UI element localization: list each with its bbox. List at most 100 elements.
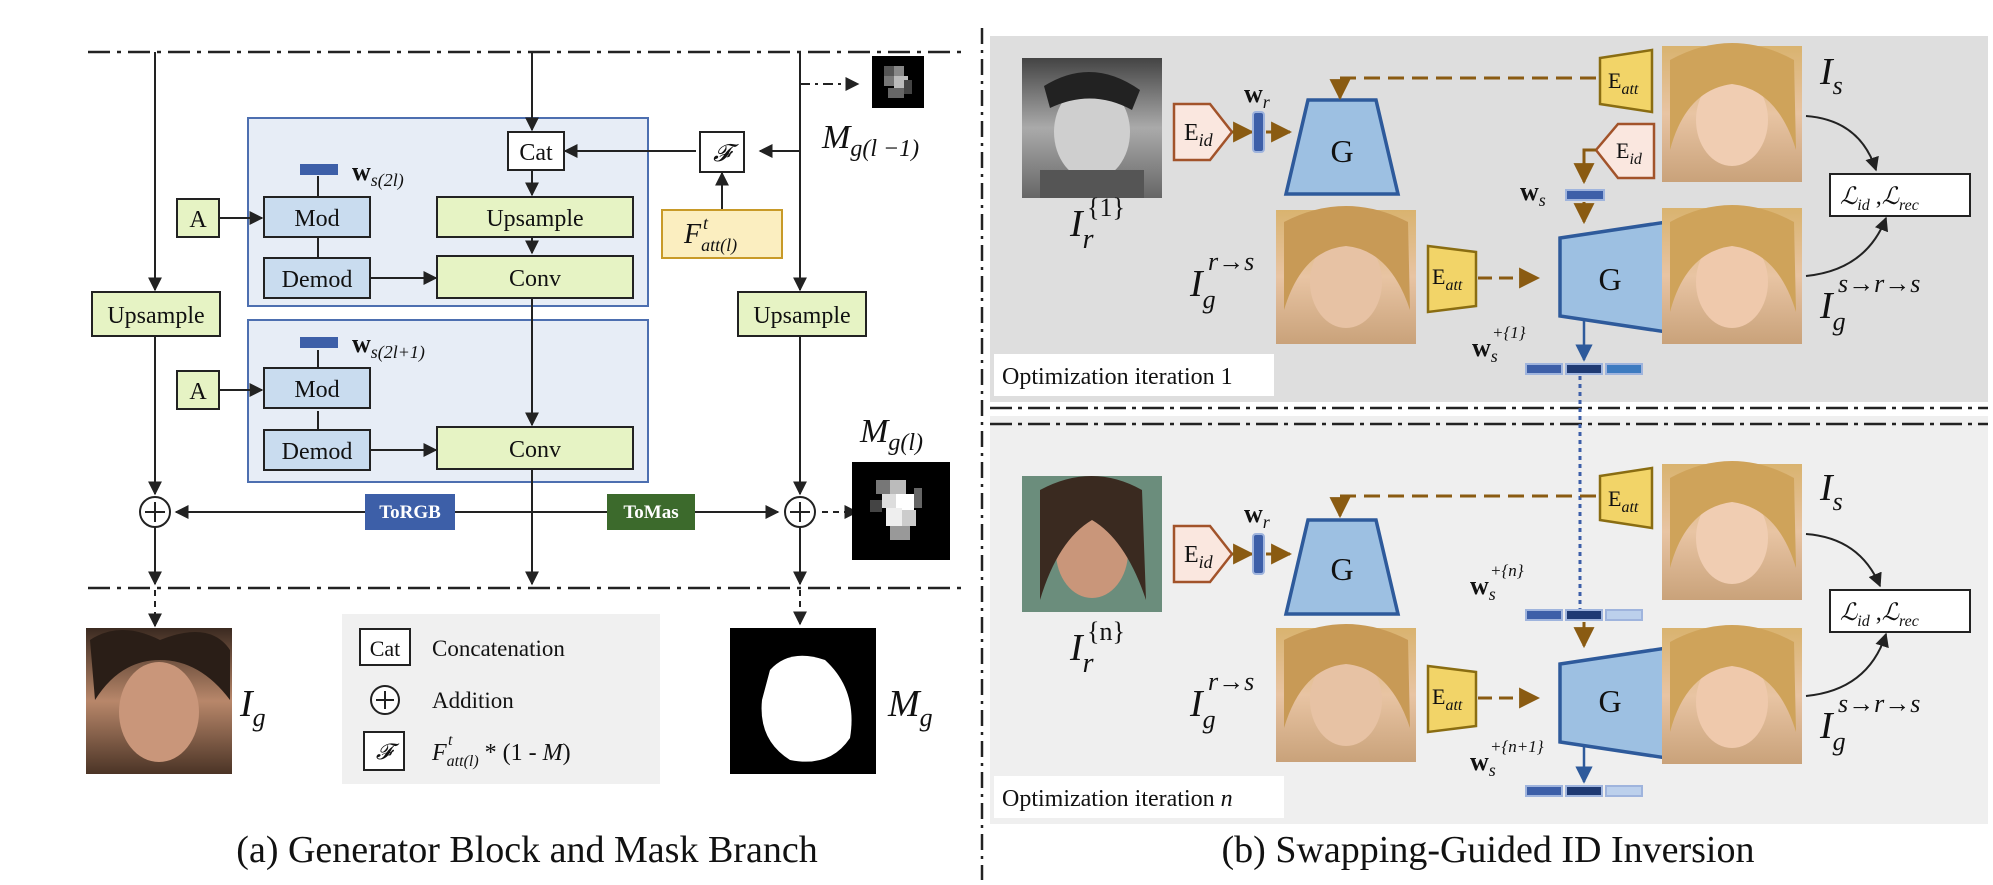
wsplus-bottom-b-sub: s xyxy=(1489,760,1496,780)
igrs-top-sub: g xyxy=(1203,285,1216,314)
tomas-block xyxy=(607,494,695,530)
generator-bottom-left xyxy=(1283,518,1401,616)
mod-upper-label: Mod xyxy=(294,206,339,232)
igrs-top-base: I xyxy=(1189,263,1205,305)
eatt-encoder-top xyxy=(1598,48,1654,114)
ig-base: I xyxy=(239,683,255,725)
svg-text:Mg(l −1): Mg(l −1) xyxy=(821,119,919,162)
eid-top-sub: id xyxy=(1199,130,1214,150)
upsample-center-label: Upsample xyxy=(486,206,583,232)
f-block xyxy=(699,131,745,173)
w-s2l-base: w xyxy=(352,157,371,186)
svg-text:Ir: Ir xyxy=(1069,203,1094,255)
svg-text:Ig: Ig xyxy=(1189,683,1216,734)
conv-lower xyxy=(436,426,634,470)
igrs-bottom-base: I xyxy=(1189,683,1205,725)
svg-text:Ir: Ir xyxy=(1069,627,1094,679)
ws-plus-vector-bottom-a xyxy=(1525,609,1643,621)
a-label-upper: A xyxy=(189,207,207,233)
legend-f-close: ) xyxy=(563,740,571,766)
svg-text:Fatt(l) * (1 - M): Fatt(l) * (1 - M) xyxy=(431,740,571,770)
m-cur-base: M xyxy=(859,413,890,450)
f-att-sup: t xyxy=(703,213,709,233)
iteration-n-value: n xyxy=(1221,786,1233,812)
demod-lower-label: Demod xyxy=(282,439,353,465)
svg-text:Eid: Eid xyxy=(1616,138,1643,168)
upsample-left-label: Upsample xyxy=(107,303,204,329)
mg-base: M xyxy=(887,683,922,725)
panel-a-caption: (a) Generator Block and Mask Branch xyxy=(236,829,817,871)
legend-box: Cat Concatenation Addition 𝓕 Fatt(l) * (… xyxy=(342,614,660,784)
wr-top-sub: r xyxy=(1263,92,1271,112)
eid-bottom-sub: id xyxy=(1199,552,1214,572)
torgb-block xyxy=(365,494,455,530)
addition-node-right xyxy=(784,496,816,528)
svg-text:ws(2l+1): ws(2l+1) xyxy=(352,329,425,363)
eatt-encoder-bottom-mid xyxy=(1426,664,1478,734)
legend-f-rest: * (1 - xyxy=(479,740,543,766)
ig-face-image xyxy=(86,628,232,774)
wr-top-base: w xyxy=(1244,79,1263,108)
wr-vector-bottom xyxy=(1252,533,1265,575)
f-att-base: F xyxy=(683,219,702,250)
svg-text:Is: Is xyxy=(1819,51,1843,100)
conv-upper-label: Conv xyxy=(509,266,561,292)
legend-cat-text: Concatenation xyxy=(432,636,565,661)
legend-cat-symbol: Cat xyxy=(370,636,401,661)
eid-top2-base: E xyxy=(1616,138,1629,163)
svg-text:ws(2l): ws(2l) xyxy=(352,157,404,191)
loss-bottom-lrec-sub: rec xyxy=(1899,613,1919,630)
eid-encoder-top xyxy=(1172,102,1234,162)
torgb-label: ToRGB xyxy=(379,502,441,523)
ig-sub: g xyxy=(253,703,266,732)
wsplus-bottom-a-base: w xyxy=(1470,571,1489,600)
ws-top-base: w xyxy=(1520,177,1539,206)
eatt-bottommid-sub: att xyxy=(1445,697,1462,714)
wr-vector-top xyxy=(1252,111,1265,153)
eid-top2-sub: id xyxy=(1629,151,1642,168)
m-cur-sub: g(l) xyxy=(888,430,923,456)
svg-text:ws: ws xyxy=(1470,747,1496,780)
svg-text:Mg(l): Mg(l) xyxy=(859,413,923,456)
upsample-right xyxy=(737,291,867,337)
legend-f-sub: att(l) xyxy=(447,753,479,770)
ir1-face-image xyxy=(1022,58,1162,198)
eatt-bottom-base: E xyxy=(1608,486,1621,511)
svg-text:ℒid ,ℒrec: ℒid ,ℒrec xyxy=(1840,600,1919,630)
loss-top-lrec: ℒ xyxy=(1882,184,1900,210)
eatt-top-sub: att xyxy=(1621,81,1638,98)
wsplus-bottom-a-sub: s xyxy=(1489,584,1496,604)
legend-add-text: Addition xyxy=(432,688,514,713)
ws-plus-vector-bottom-b xyxy=(1525,785,1643,797)
wsplus-bottom-a-sup: +{n} xyxy=(1490,561,1524,580)
upsample-center xyxy=(436,196,634,238)
loss-top-lid: ℒ xyxy=(1840,184,1858,210)
irn-sup: {n} xyxy=(1087,617,1125,646)
eid-encoder-bottom xyxy=(1172,524,1234,584)
is-top-sub: s xyxy=(1833,71,1843,100)
wsplus-top-sup: +{1} xyxy=(1492,323,1526,342)
is-face-image-bottom xyxy=(1662,461,1802,600)
igsrs-bottom-sub: g xyxy=(1833,727,1846,756)
mg-mask-image xyxy=(730,628,876,774)
eatt-topmid-sub: att xyxy=(1445,277,1462,294)
loss-bottom-lrec: ℒ xyxy=(1882,600,1900,626)
panel-b: Ir {1} Eid wr G Eatt Is Eid ws xyxy=(990,36,1988,871)
wsplus-bottom-b-sup: +{n+1} xyxy=(1490,737,1544,756)
ig-rs-face-image-top xyxy=(1276,206,1416,344)
demod-lower xyxy=(263,429,371,471)
loss-box-bottom xyxy=(1829,589,1971,633)
conv-lower-label: Conv xyxy=(509,437,561,463)
irn-base: I xyxy=(1069,627,1085,669)
svg-text:Ig: Ig xyxy=(1819,705,1846,756)
svg-text:Eatt: Eatt xyxy=(1608,68,1639,98)
igsrs-top-sub: g xyxy=(1833,307,1846,336)
eatt-encoder-top-mid xyxy=(1426,244,1478,314)
wsplus-top-sub: s xyxy=(1491,346,1498,366)
g-bottom-left-label: G xyxy=(1330,551,1353,587)
a-block-upper xyxy=(176,198,220,238)
svg-text:Is: Is xyxy=(1819,467,1843,516)
eid-top-base: E xyxy=(1184,120,1199,146)
igrs-bottom-sub: g xyxy=(1203,705,1216,734)
ir1-sub: r xyxy=(1083,224,1094,255)
